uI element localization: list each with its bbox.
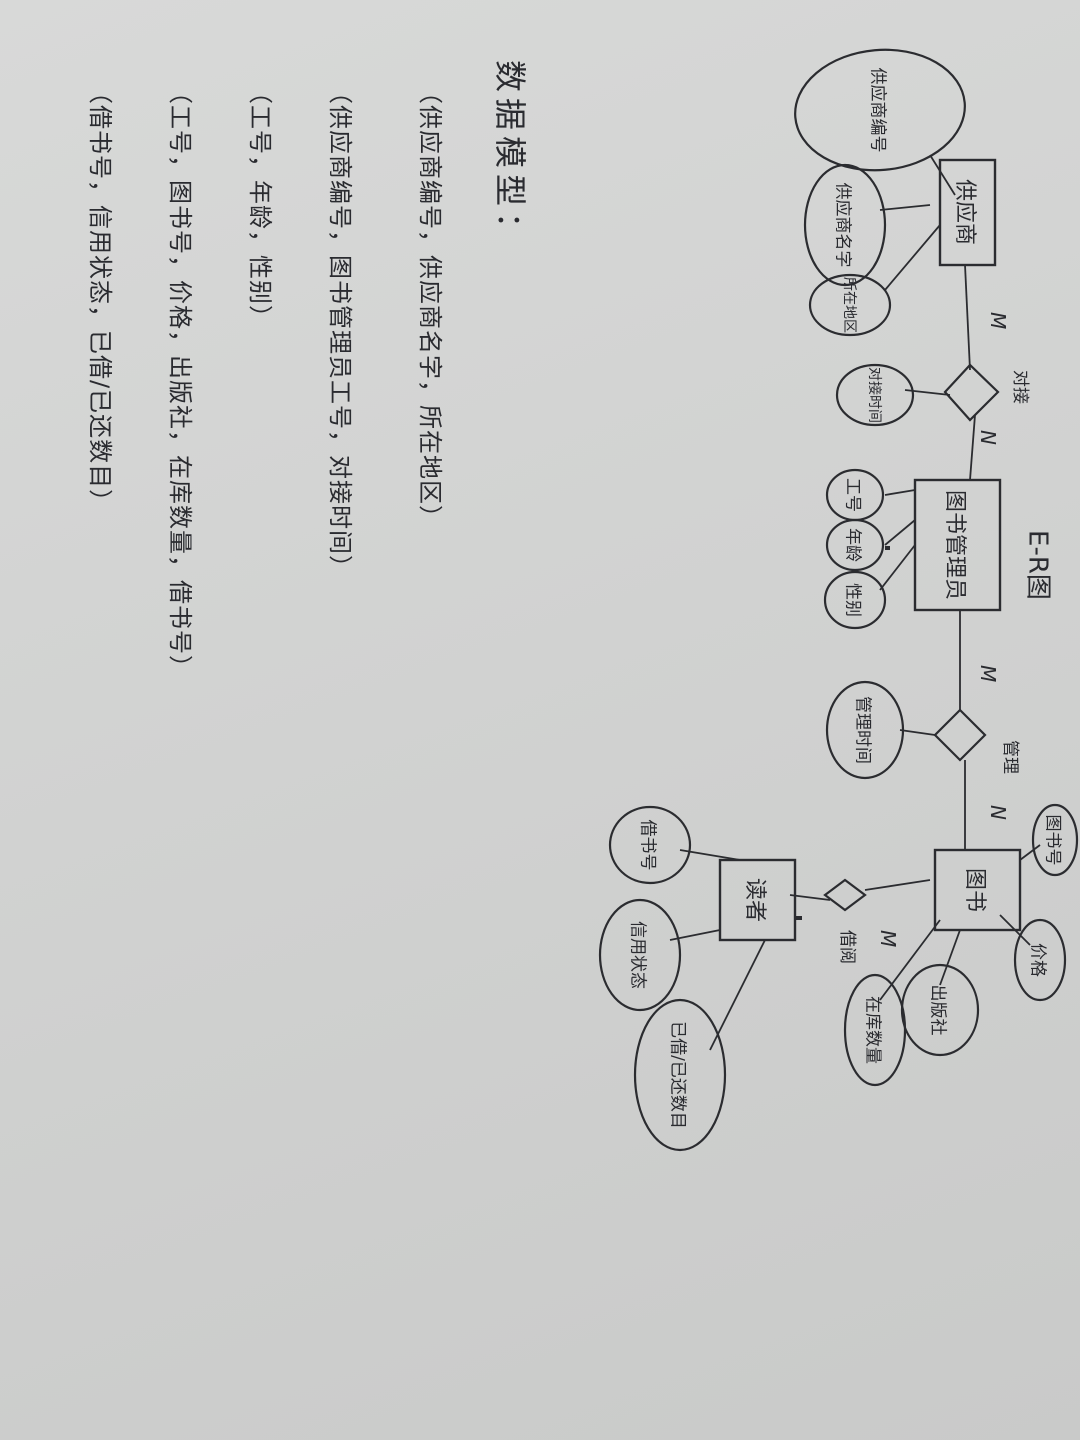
attr-price-label: 价格	[1027, 943, 1048, 977]
line-lib-age	[884, 519, 916, 546]
attr-publisher-label: 出版社	[927, 984, 948, 1036]
card-dock-left: M	[986, 312, 1010, 330]
attr-supplier-id-label: 供应商编号	[867, 67, 888, 153]
card-manage-right: N	[986, 805, 1010, 820]
attr-reader-card-label: 借书号	[637, 819, 658, 871]
entity-book-label: 图书	[962, 867, 987, 913]
line-book-no	[1019, 844, 1041, 861]
model-book-line: （工号，图书号，价格，出版社，在库数量，借书号）	[166, 80, 194, 680]
entity-supplier-label: 供应商	[952, 178, 977, 246]
line-lib-gender	[879, 544, 916, 591]
attr-reader-card-oval	[608, 805, 692, 885]
attr-supplier-area-oval	[808, 273, 892, 337]
attr-dock-time-label: 对接时间	[866, 367, 882, 423]
model-reader-line: （借书号，信用状态，已借/已还数目）	[86, 80, 114, 515]
diagram-title: E-R图	[1022, 530, 1053, 600]
attr-age-oval	[825, 518, 885, 572]
line-book-publisher	[939, 929, 961, 986]
line-dock-librarian	[969, 414, 976, 481]
line-supplier-dock	[964, 264, 971, 371]
rel-manage-label: 管理	[1000, 740, 1020, 774]
entity-supplier-box	[938, 158, 997, 267]
card-manage-left: M	[976, 665, 1000, 683]
attr-book-no-oval	[1031, 803, 1079, 877]
line-supplier-id	[929, 154, 956, 196]
attr-gender-oval	[823, 570, 887, 630]
data-model-heading: 数据模型：	[491, 60, 529, 251]
attr-supplier-area-label: 所在地区	[841, 277, 857, 333]
attr-age-label: 年龄	[842, 528, 863, 562]
rel-dock-diamond	[943, 363, 1000, 422]
line-manage-attr	[899, 729, 936, 736]
attr-dock-time-oval	[835, 363, 915, 427]
attr-borrow-count-oval	[633, 998, 727, 1152]
rel-borrow-label: 借阅	[837, 930, 857, 964]
entity-book-box	[933, 848, 1022, 932]
line-reader-count	[709, 939, 766, 1051]
rel-dock-label: 对接	[1010, 370, 1030, 404]
attr-gender-label: 性别	[842, 583, 863, 617]
line-supplier-name	[879, 204, 931, 211]
attr-stock-label: 在库数量	[862, 996, 883, 1064]
rel-borrow-diamond	[823, 878, 867, 912]
rel-manage-diamond	[933, 708, 987, 762]
attr-supplier-name-oval	[803, 163, 887, 287]
line-book-borrow	[864, 879, 931, 891]
entity-librarian-box	[913, 478, 1002, 612]
attr-supplier-id-oval	[794, 48, 966, 172]
card-borrow-book: M	[876, 930, 900, 948]
attr-empno-label: 工号	[842, 478, 863, 512]
attr-credit-label: 信用状态	[627, 921, 648, 989]
attr-manage-time-oval	[825, 680, 905, 780]
line-borrow-reader	[789, 894, 831, 901]
line-supplier-area	[884, 224, 941, 291]
attr-borrow-count-label: 已借/已还数目	[667, 1021, 688, 1129]
attr-stock-oval	[843, 973, 907, 1087]
entity-reader-label: 读者	[742, 877, 767, 923]
attr-manage-time-label: 管理时间	[852, 696, 873, 764]
attr-supplier-name-label: 供应商名字	[832, 182, 853, 268]
entity-librarian-label: 图书管理员	[942, 489, 967, 601]
entity-reader-box	[718, 858, 797, 942]
attr-credit-oval	[598, 898, 682, 1012]
attr-price-oval	[1013, 918, 1067, 1002]
model-librarian-line: （工号，年龄，性别）	[246, 80, 274, 330]
line-lib-empno	[884, 489, 916, 496]
model-dock-line: （供应商编号，图书管理员工号，对接时间）	[326, 80, 354, 580]
attr-book-no-label: 图书号	[1042, 814, 1063, 866]
card-dock-right: N	[976, 430, 1000, 445]
model-supplier-line: （供应商编号，供应商名字，所在地区）	[416, 80, 444, 530]
line-book-stock	[879, 919, 941, 1001]
